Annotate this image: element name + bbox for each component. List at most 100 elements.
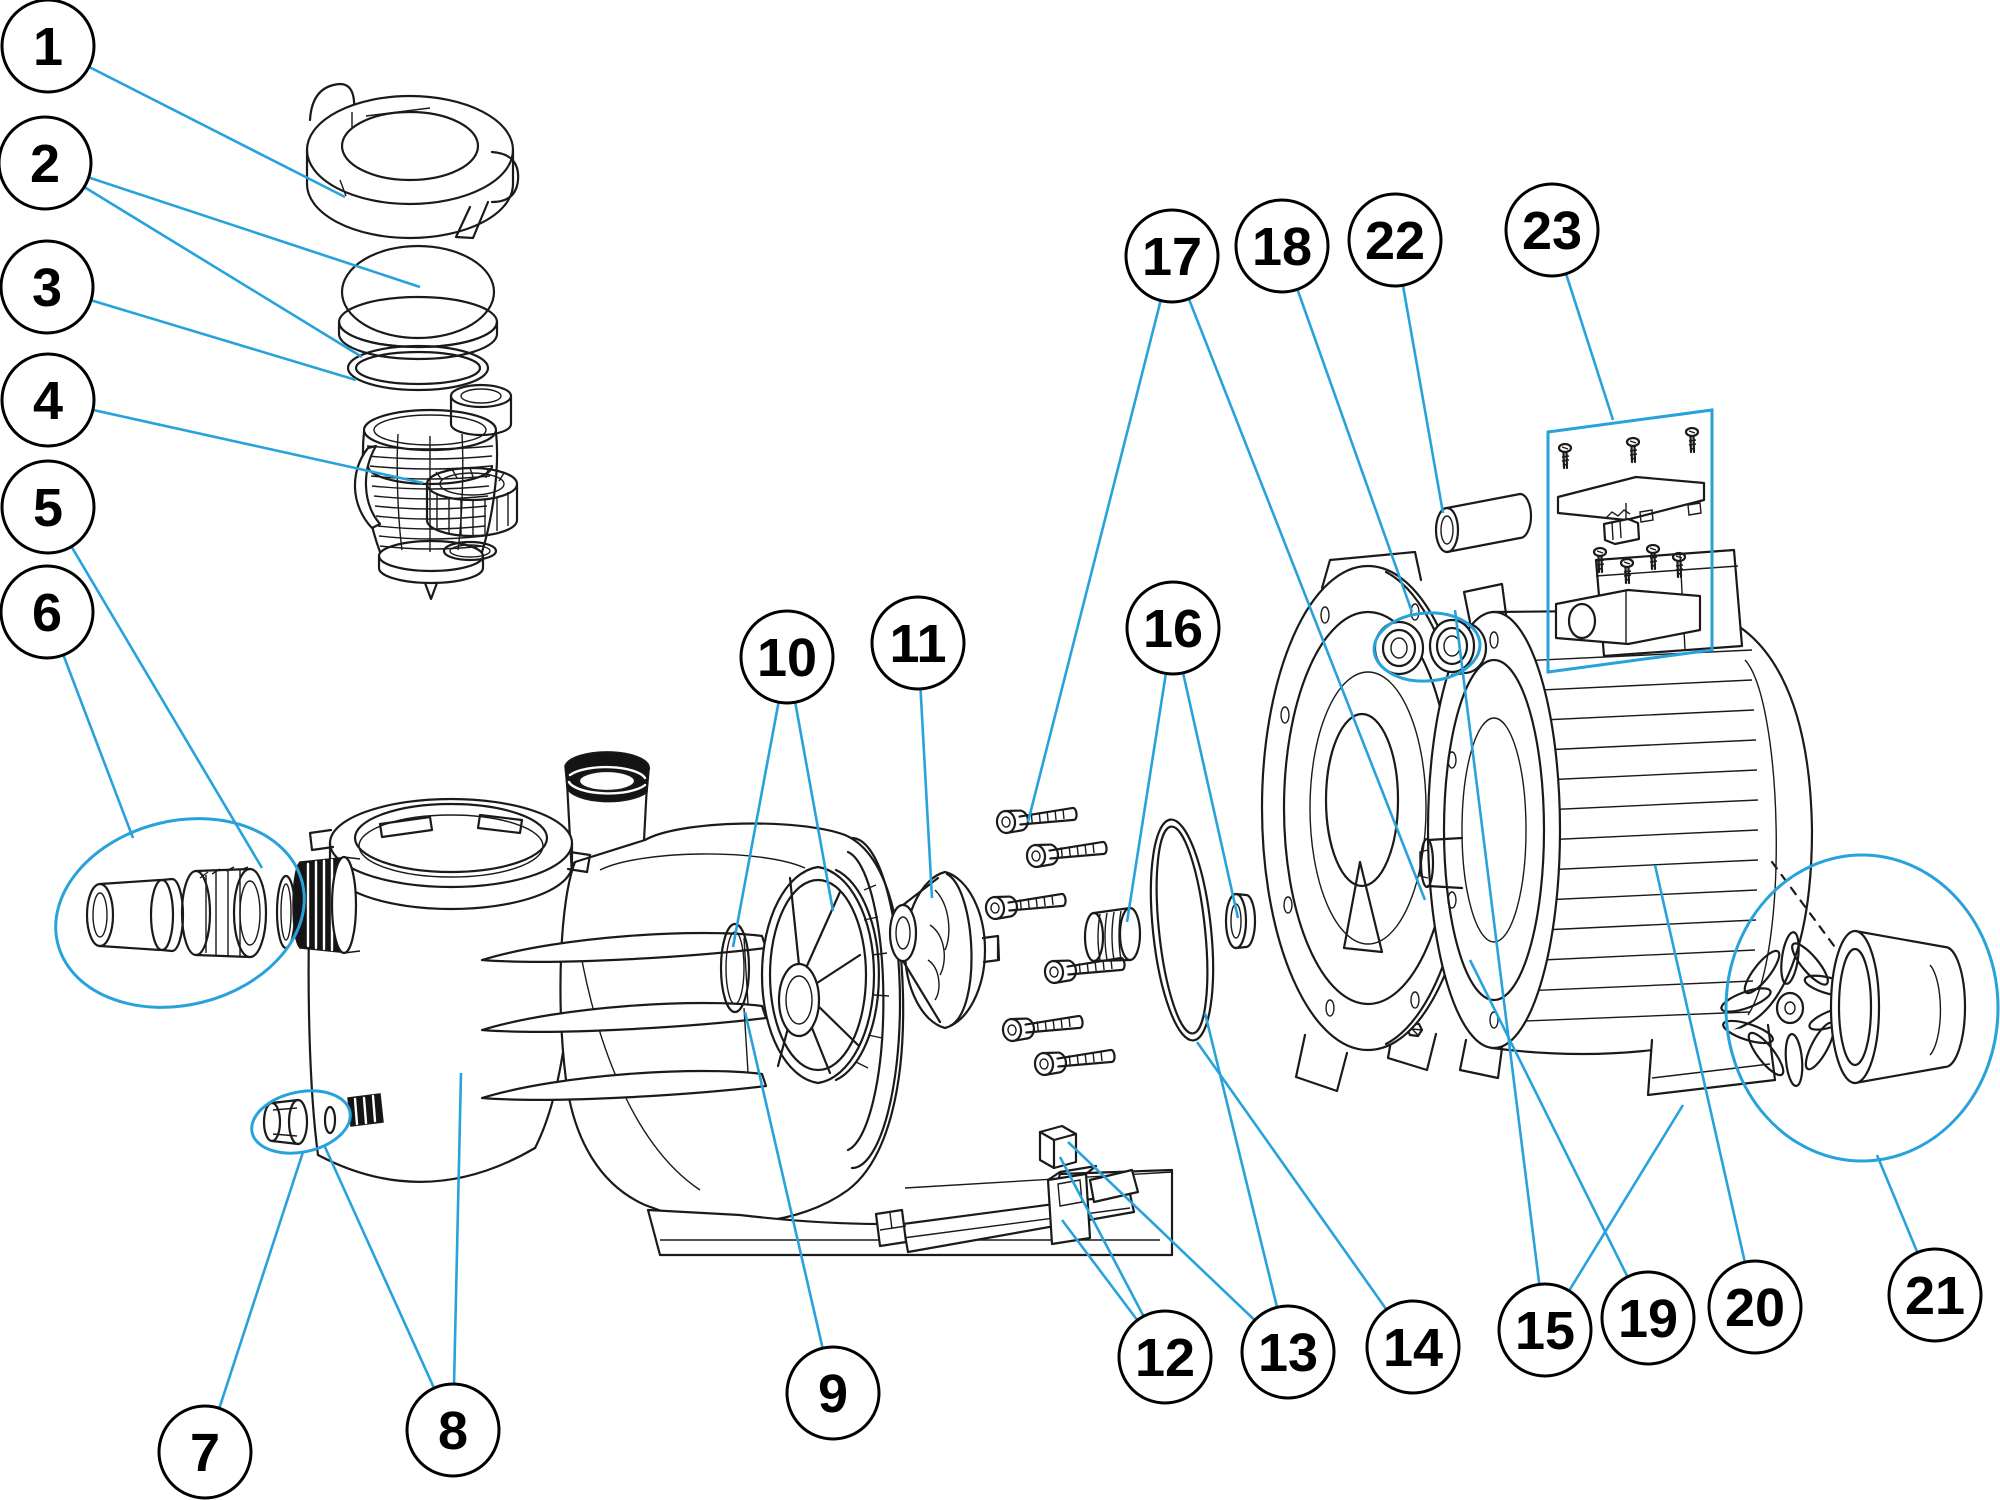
callout-number-3: 3 (32, 258, 62, 318)
lid-locking-ring-drawing (305, 82, 520, 240)
callout-number-19: 19 (1618, 1289, 1678, 1349)
body-oring-drawing (1149, 818, 1215, 1042)
callout-circle-16 (1125, 580, 1221, 676)
callout-number-10: 10 (757, 628, 817, 688)
callout-number-18: 18 (1252, 217, 1312, 277)
drain-plug-drawing (262, 1098, 337, 1146)
leader-16 (1181, 672, 1240, 919)
leader-1 (88, 65, 346, 199)
callout-number-13: 13 (1258, 1323, 1318, 1383)
leader-6 (62, 654, 135, 839)
callout-1-lid-locking-ring: 1 (0, 0, 96, 94)
callout-circle-10 (739, 609, 835, 705)
callout-circle-5 (0, 459, 96, 555)
leader-10 (793, 702, 835, 912)
mechanical-seal-drawing (1083, 892, 1257, 963)
callout-number-6: 6 (32, 583, 62, 643)
leader-15 (1453, 609, 1541, 1285)
callout-circle-6 (0, 564, 95, 660)
leader-8 (323, 1146, 436, 1389)
callout-4-strainer-basket: 4 (0, 352, 96, 448)
leader-20 (1653, 864, 1747, 1263)
callout-16-mechanical-seal: 16 (1125, 580, 1221, 676)
callout-number-11: 11 (889, 614, 946, 674)
callout-15-seal-plate: 15 (1497, 1282, 1593, 1378)
callout-13-clamp-block: 13 (1240, 1304, 1336, 1400)
callout-5-union-o-ring: 5 (0, 459, 96, 555)
leader-23 (1564, 273, 1615, 421)
callout-number-5: 5 (33, 478, 63, 538)
leader-12 (1058, 1156, 1145, 1317)
callout-6-union-fitting-set: 6 (0, 564, 95, 660)
union-oring-top-drawing (442, 540, 498, 562)
callout-circle-4 (0, 352, 96, 448)
leader-13 (1203, 1012, 1279, 1308)
leader-17 (1187, 298, 1427, 901)
callout-21-fan-and-cover: 21 (1887, 1247, 1983, 1343)
diffuser-drawing (760, 865, 890, 1085)
leader-13 (1067, 1141, 1256, 1322)
callout-number-15: 15 (1515, 1301, 1575, 1361)
leader-4 (92, 408, 424, 485)
leader-15 (1567, 1104, 1685, 1292)
callout-circle-13 (1240, 1304, 1336, 1400)
callout-8-pump-body: 8 (405, 1382, 501, 1478)
leader-2 (83, 185, 363, 359)
callout-12-support-bracket: 12 (1117, 1309, 1213, 1405)
callout-number-1: 1 (33, 17, 63, 77)
callout-18-bearings: 18 (1234, 198, 1330, 294)
callout-circle-14 (1365, 1299, 1461, 1395)
callout-number-9: 9 (818, 1364, 848, 1424)
lid-oring-drawing (346, 344, 490, 392)
callout-number-2: 2 (30, 134, 60, 194)
callout-circle-21 (1887, 1247, 1983, 1343)
callout-circle-20 (1707, 1259, 1803, 1355)
callout-9-diffuser-o-ring: 9 (785, 1345, 881, 1441)
callout-circle-11 (870, 595, 966, 691)
leader-19 (1468, 959, 1629, 1278)
callout-number-7: 7 (190, 1423, 220, 1483)
callout-number-21: 21 (1905, 1266, 1965, 1326)
callout-circle-17 (1124, 208, 1220, 304)
union-nut-top-drawing (425, 466, 519, 538)
highlight-terminal-box-kit (1546, 408, 1714, 674)
callout-number-12: 12 (1135, 1328, 1195, 1388)
callout-2-transparent-lid: 2 (0, 115, 93, 211)
callout-23-terminal-box-kit: 23 (1504, 182, 1600, 278)
callout-circle-3 (0, 239, 95, 335)
leader-2 (88, 176, 421, 289)
leader-10 (731, 701, 780, 948)
callout-number-20: 20 (1725, 1278, 1785, 1338)
callout-circle-22 (1347, 192, 1443, 288)
callout-17-screw-set: 17 (1124, 208, 1220, 304)
callout-circle-19 (1600, 1270, 1696, 1366)
callout-22-capacitor: 22 (1347, 192, 1443, 288)
callout-19-motor-flange: 19 (1600, 1270, 1696, 1366)
highlight-union-fitting-set (54, 817, 306, 1009)
leader-16 (1125, 673, 1168, 923)
callout-circle-23 (1504, 182, 1600, 278)
callout-circle-9 (785, 1345, 881, 1441)
callout-number-8: 8 (438, 1401, 468, 1461)
union-group-drawing (85, 866, 297, 959)
impeller-drawing (888, 870, 1001, 1030)
callout-circle-18 (1234, 198, 1330, 294)
highlight-bearings (1372, 611, 1482, 683)
callout-number-17: 17 (1142, 227, 1202, 287)
terminal-box-drawing (1554, 426, 1706, 646)
leader-22 (1401, 285, 1445, 514)
callout-circle-1 (0, 0, 96, 94)
lid-drawing (337, 244, 499, 361)
leader-3 (90, 299, 357, 382)
callout-number-23: 23 (1522, 201, 1582, 261)
leader-14 (1195, 1041, 1388, 1311)
leader-5 (70, 545, 264, 869)
callout-number-22: 22 (1365, 211, 1425, 271)
leader-11 (919, 688, 934, 899)
leader-18 (1296, 288, 1414, 613)
callout-number-14: 14 (1383, 1318, 1443, 1378)
clamp-block-drawing (1038, 1124, 1078, 1170)
callout-circle-15 (1497, 1282, 1593, 1378)
callout-circle-12 (1117, 1309, 1213, 1405)
